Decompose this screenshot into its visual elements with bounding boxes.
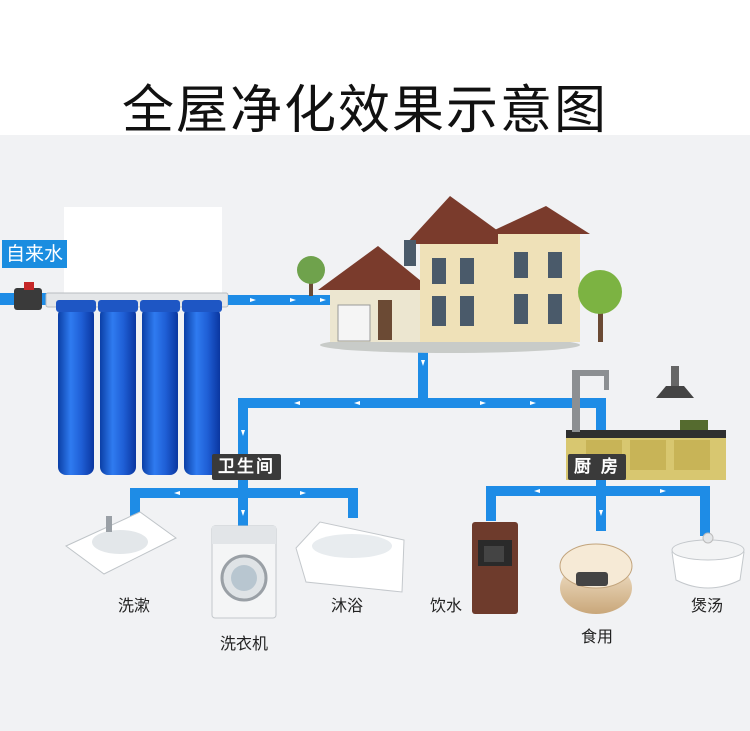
bathtub-illustration (295, 521, 405, 593)
tree-left (297, 256, 325, 296)
caption-bathtub: 沐浴 (331, 596, 364, 615)
flow-arrows (174, 298, 666, 516)
caption-washing-machine: 洗衣机 (220, 634, 269, 653)
caption-washbasin: 洗漱 (118, 596, 151, 615)
room-label-bathroom: 卫生间 (212, 454, 281, 480)
water-dispenser-illustration (472, 522, 518, 614)
washing-machine-illustration (211, 525, 277, 619)
caption-water-dispenser: 饮水 (430, 596, 463, 615)
soup-pot-illustration (671, 532, 745, 589)
filter-housing-4 (182, 300, 222, 475)
filter-housing-1 (56, 300, 96, 475)
caption-rice-cooker: 食用 (581, 627, 614, 646)
page-title: 全屋净化效果示意图 (121, 81, 608, 141)
tree-right (578, 270, 622, 342)
pipe-network (130, 295, 710, 536)
caption-soup-pot: 煲汤 (691, 596, 724, 615)
source-label-tap-water: 自来水 (2, 240, 68, 268)
room-label-kitchen: 厨 房 (568, 454, 626, 480)
house-illustration (318, 196, 590, 353)
rice-cooker-illustration (559, 543, 633, 614)
filter-housing-3 (140, 300, 180, 475)
filter-unit (45, 292, 229, 475)
filter-housing-2 (98, 300, 138, 475)
filter-backdrop (64, 207, 222, 297)
washbasin-illustration (65, 511, 177, 575)
